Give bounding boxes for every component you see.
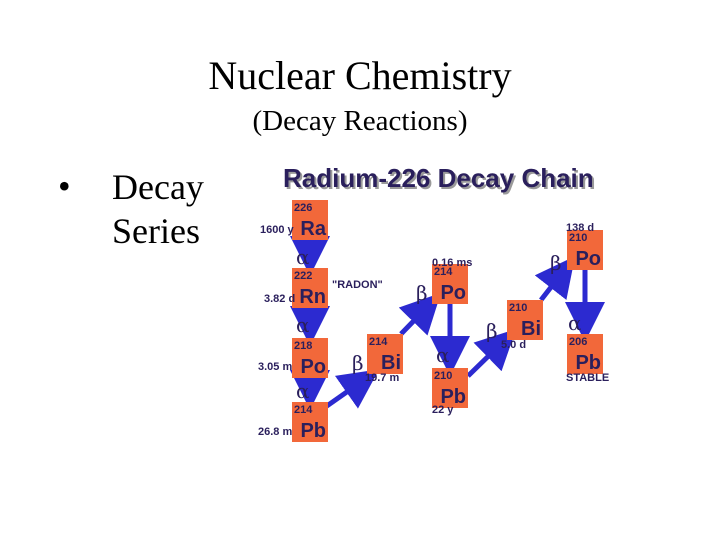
- mass-number: 210: [509, 302, 527, 314]
- mass-number: 210: [569, 232, 587, 244]
- bullet-text: Decay Series: [112, 165, 312, 253]
- element-symbol: Po: [440, 282, 466, 304]
- mass-number: 210: [434, 370, 452, 382]
- beta-decay-label: β: [352, 351, 364, 375]
- half-life-label: 138 d: [566, 222, 594, 234]
- mass-number: 226: [294, 202, 312, 214]
- nuclide-box-bg: [292, 338, 328, 378]
- bullet-text-line-2: Series: [112, 211, 200, 251]
- nuclide-box-bg: [567, 230, 603, 270]
- element-symbol: Rn: [299, 286, 326, 308]
- nuclide-box-bg: [432, 368, 468, 408]
- slide-subtitle: (Decay Reactions): [252, 105, 468, 137]
- element-symbol: Pb: [440, 386, 466, 408]
- mass-number: 218: [294, 340, 312, 352]
- nuclide-box-bg: [567, 334, 603, 374]
- slide-title: Nuclear Chemistry: [208, 53, 512, 98]
- element-symbol: Bi: [381, 352, 401, 374]
- bullet-icon: •: [58, 166, 71, 206]
- decay-arrows: [290, 236, 605, 411]
- mass-number: 214: [434, 266, 453, 278]
- diagram-heading-shadow: Radium-226 Decay Chain: [285, 165, 596, 195]
- nuclide-box-bg: [367, 334, 403, 374]
- element-symbol: Po: [300, 356, 326, 378]
- element-symbol: Bi: [521, 318, 541, 340]
- alpha-decay-label: α: [436, 343, 450, 367]
- decay-chain-diagram: Radium-226 Decay Chain Radium-226 Decay …: [258, 163, 609, 442]
- decay-labels: 1600 y 3.82 d "RADON" 3.05 m 26.8 m 19.7 m 0.1…: [258, 222, 609, 438]
- element-symbol: Po: [575, 248, 601, 270]
- half-life-label: 5.0 d: [501, 339, 526, 351]
- nuclide-box-bg: [292, 200, 328, 240]
- element-symbol: Pb: [300, 420, 326, 442]
- beta-decay-label: β: [416, 281, 428, 305]
- element-symbol: Ra: [300, 218, 326, 240]
- half-life-label: 1600 y: [260, 224, 295, 236]
- half-life-label: 3.05 m: [258, 361, 292, 373]
- mass-number: 214: [294, 404, 313, 416]
- beta-decay-label: β: [486, 319, 498, 343]
- alpha-decay-label: α: [568, 311, 582, 335]
- mass-number: 222: [294, 270, 312, 282]
- mass-number: 206: [569, 336, 587, 348]
- nuclide-box-bg: [292, 402, 328, 442]
- half-life-label: 22 y: [432, 404, 454, 416]
- decay-arrow: [534, 256, 576, 302]
- nuclide-box-bg: [432, 264, 468, 304]
- nuclide-boxes: 226Ra222Rn218Po214Pb214Bi214Po210Pb210Bi…: [292, 200, 603, 442]
- half-life-label: STABLE: [566, 372, 609, 384]
- alpha-decay-label: α: [296, 379, 310, 403]
- half-life-label: 3.82 d: [264, 293, 295, 305]
- alpha-decay-label: α: [296, 245, 310, 269]
- beta-decay-label: β: [550, 251, 562, 275]
- nuclide-box-bg: [507, 300, 543, 340]
- half-life-label: 19.7 m: [365, 372, 399, 384]
- mass-number: 214: [369, 336, 388, 348]
- half-life-label: 0.16 ms: [432, 257, 472, 269]
- decay-arrow: [398, 292, 441, 336]
- nuclide-box-bg: [292, 268, 328, 308]
- radon-note: "RADON": [332, 279, 383, 291]
- decay-arrow: [322, 369, 380, 411]
- decay-arrow: [466, 329, 517, 378]
- bullet-text-line-1: Decay: [112, 167, 204, 207]
- diagram-heading: Radium-226 Decay Chain: [283, 163, 594, 193]
- element-symbol: Pb: [575, 352, 601, 374]
- alpha-decay-label: α: [296, 313, 310, 337]
- half-life-label: 26.8 m: [258, 426, 292, 438]
